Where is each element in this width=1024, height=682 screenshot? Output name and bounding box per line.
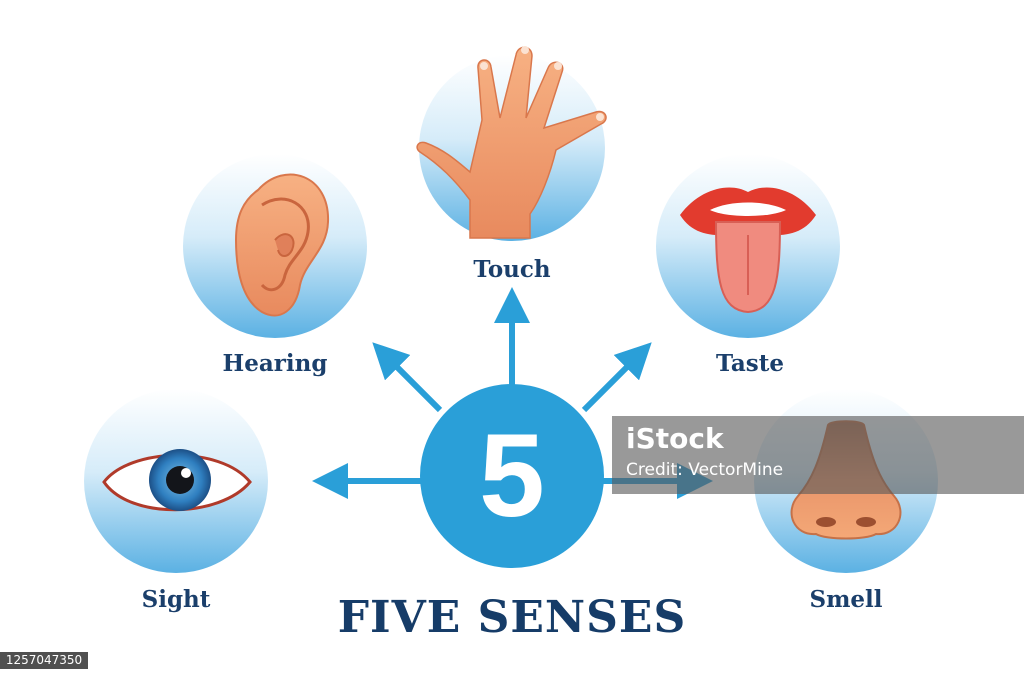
arrow-up-left bbox=[372, 342, 443, 413]
touch-sense bbox=[416, 46, 607, 241]
diagram-title: FIVE SENSES bbox=[337, 592, 687, 643]
watermark-credit: Credit: VectorMine bbox=[626, 460, 784, 480]
eye-icon bbox=[102, 449, 252, 512]
center-circle bbox=[420, 384, 604, 568]
arrow-up-right bbox=[581, 342, 652, 413]
mouth-icon bbox=[680, 187, 816, 314]
center-number: 5 bbox=[479, 410, 545, 542]
label-sight: Sight bbox=[141, 586, 211, 613]
image-id: 1257047350 bbox=[0, 652, 88, 669]
sight-sense bbox=[84, 389, 268, 573]
ear-icon bbox=[234, 173, 330, 317]
label-touch: Touch bbox=[473, 256, 551, 283]
hearing-sense bbox=[183, 154, 367, 338]
label-hearing: Hearing bbox=[222, 350, 328, 377]
watermark-logo: iStock bbox=[626, 422, 724, 455]
label-taste: Taste bbox=[715, 350, 785, 377]
taste-sense bbox=[656, 154, 840, 338]
hand-icon bbox=[416, 46, 607, 239]
watermark-banner: iStock Credit: VectorMine bbox=[612, 416, 1024, 494]
label-smell: Smell bbox=[809, 586, 883, 613]
